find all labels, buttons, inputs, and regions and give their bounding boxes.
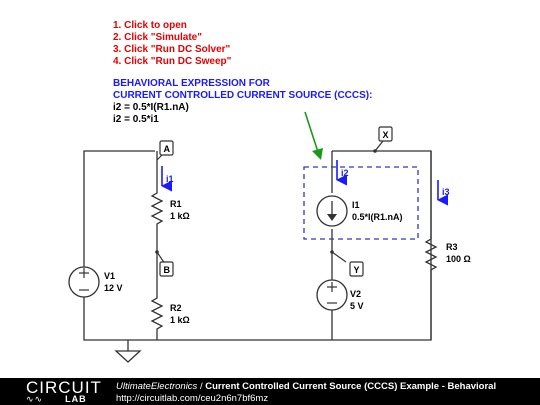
r2-value: 1 kΩ <box>170 315 190 325</box>
r2-resistor[interactable] <box>150 295 164 332</box>
r3-value: 100 Ω <box>446 254 471 264</box>
expression-heading-1: BEHAVIORAL EXPRESSION FOR <box>113 78 270 89</box>
node-y-box <box>349 261 364 277</box>
v2-value: 5 V <box>350 301 364 311</box>
expression-eq-1: i2 = 0.5*I(R1.nA) <box>113 102 189 113</box>
footer-separator: / <box>197 381 206 392</box>
v1-name: V1 <box>104 271 115 281</box>
wires <box>83 150 432 351</box>
node-b-box <box>159 261 174 277</box>
node-x-leader <box>374 140 384 152</box>
instruction-step-3: 3. Click "Run DC Solver" <box>113 44 231 55</box>
node-y-leader <box>331 251 347 263</box>
circuitlab-logo[interactable]: CIRCUIT <box>26 378 102 397</box>
v2-source[interactable] <box>316 279 348 311</box>
circuitlab-logo-sub: ∿∿ LAB <box>26 394 87 405</box>
r1-value: 1 kΩ <box>170 211 190 221</box>
r1-name: R1 <box>170 199 182 209</box>
schematic[interactable]: V1 12 V R1 1 kΩ R2 1 kΩ R3 100 Ω I1 0.5*… <box>0 0 540 378</box>
v2-name: V2 <box>350 289 361 299</box>
outer-wire <box>83 150 432 341</box>
node-x-box <box>378 126 393 142</box>
pointer-arrowhead <box>312 148 323 160</box>
cccs-highlight-box <box>303 166 419 240</box>
r2-name: R2 <box>170 303 182 313</box>
expression-eq-2: i2 = 0.5*i1 <box>113 114 159 125</box>
node-b-label: B <box>164 265 171 275</box>
expression-note: BEHAVIORAL EXPRESSION FOR CURRENT CONTRO… <box>113 78 372 126</box>
logo-lab: LAB <box>65 394 87 404</box>
node-y-label: Y <box>354 265 360 275</box>
footer-title[interactable]: Current Controlled Current Source (CCCS)… <box>205 381 497 392</box>
instruction-step-1: 1. Click to open <box>113 20 187 31</box>
footer-bar: CIRCUIT ∿∿ LAB UltimateElectronics / Curr… <box>0 378 540 405</box>
r1-resistor[interactable] <box>150 190 164 228</box>
ground-icon <box>114 350 142 363</box>
i2-label: i2 <box>341 168 349 178</box>
r3-name: R3 <box>446 242 458 252</box>
footer-author[interactable]: UltimateElectronics <box>116 381 198 392</box>
expression-heading-2: CURRENT CONTROLLED CURRENT SOURCE (CCCS)… <box>113 90 373 101</box>
instructions: 1. Click to open 2. Click "Simulate" 3. … <box>113 20 231 68</box>
i1-label: i1 <box>166 174 174 184</box>
v1-source[interactable] <box>68 266 100 298</box>
node-x-dot <box>373 149 377 153</box>
r3-resistor[interactable] <box>424 236 438 272</box>
instruction-step-4: 4. Click "Run DC Sweep" <box>113 56 232 67</box>
node-y-dot <box>330 250 334 254</box>
pointer-arrow-icon <box>304 111 319 153</box>
v1-value: 12 V <box>104 283 123 293</box>
node-b-dot <box>155 250 159 254</box>
logo-wave-icon: ∿∿ <box>26 394 44 404</box>
i1-source-value: 0.5*I(R1.nA) <box>352 212 403 222</box>
node-a-box <box>159 140 174 156</box>
arrow-down-icon <box>327 214 337 221</box>
i1-source-name: I1 <box>352 200 360 210</box>
i1-current-source[interactable] <box>316 195 348 227</box>
footer-text: UltimateElectronics / Current Controlled… <box>116 381 496 405</box>
footer-url[interactable]: http://circuitlab.com/ceu2n6n7bf6mz <box>116 393 269 404</box>
instruction-step-2: 2. Click "Simulate" <box>113 32 202 43</box>
node-a-label: A <box>164 144 171 154</box>
node-x-label: X <box>383 130 389 140</box>
i3-label: i3 <box>442 187 450 197</box>
